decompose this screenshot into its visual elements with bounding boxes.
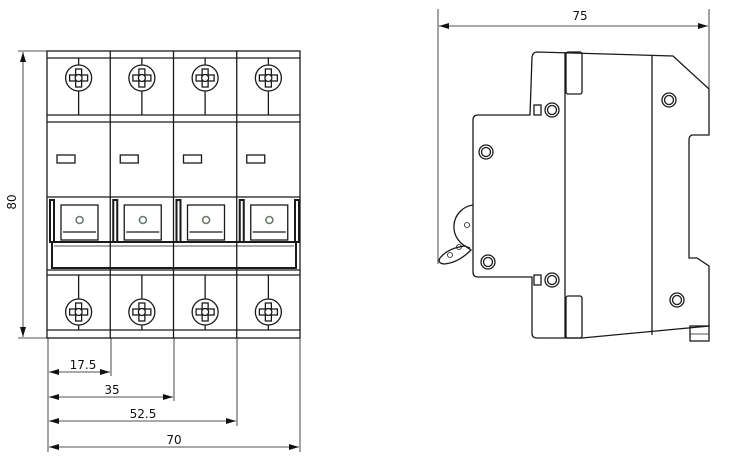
dimension-height: 80: [5, 50, 47, 339]
square-mark: [533, 104, 542, 116]
dimension-depth: 75: [437, 9, 710, 264]
rivet-icon: [661, 92, 677, 108]
toggle-rib: [294, 199, 300, 243]
status-indicator: [182, 154, 203, 164]
toggle-rib: [238, 199, 245, 243]
toggle-rib: [49, 199, 55, 243]
status-indicator: [56, 154, 76, 164]
terminal-screw-icon: [254, 275, 283, 330]
pole: [109, 51, 162, 338]
rivet-icon: [480, 254, 496, 270]
handle-bar: [51, 241, 297, 269]
terminal-screw-icon: [254, 58, 283, 115]
terminal-screw-icon: [128, 58, 156, 115]
din-latch: [689, 325, 710, 342]
dimension-label-35: 35: [104, 383, 119, 397]
dimension-label-75: 75: [572, 9, 587, 23]
toggle-window: [186, 204, 226, 241]
toggle-window: [60, 204, 99, 241]
dimension-label-52-5: 52.5: [130, 407, 157, 421]
terminal-screw-icon: [64, 58, 93, 115]
front-view: [46, 50, 301, 339]
toggle-rib: [175, 199, 182, 243]
side-outline: [472, 51, 710, 339]
toggle-lever: [438, 204, 474, 265]
indicator-dot: [138, 215, 148, 225]
terminal-screw-icon: [191, 275, 219, 330]
rivets: [478, 92, 685, 308]
rivet-icon: [544, 272, 560, 288]
terminal-screw-icon: [64, 275, 93, 330]
rivet-icon: [669, 292, 685, 308]
dimension-label-17-5: 17.5: [70, 358, 97, 372]
status-indicator: [246, 154, 266, 164]
square-mark: [533, 274, 542, 286]
toggle-rib: [112, 199, 119, 243]
dimension-label-70: 70: [166, 433, 181, 447]
toggle-window: [123, 204, 162, 241]
status-indicator: [119, 154, 139, 164]
dimension-label-height: 80: [5, 194, 19, 209]
terminal-screw-icon: [191, 58, 219, 115]
dimension-widths: 17.5 35 52.5 70: [47, 338, 301, 452]
poles: [49, 51, 300, 338]
terminal-screw-icon: [128, 275, 156, 330]
bottom-slot: [565, 295, 583, 339]
pole: [49, 58, 99, 330]
front-horizontal-lines: [47, 57, 300, 331]
rivet-icon: [478, 144, 494, 160]
pole: [172, 51, 226, 338]
indicator-dot: [201, 215, 211, 225]
top-slot: [565, 51, 583, 95]
side-view: [438, 51, 710, 342]
toggle-window: [250, 204, 289, 241]
indicator-dot: [75, 215, 84, 225]
rivet-icon: [544, 102, 560, 118]
indicator-dot: [265, 215, 274, 225]
pole: [236, 51, 289, 338]
